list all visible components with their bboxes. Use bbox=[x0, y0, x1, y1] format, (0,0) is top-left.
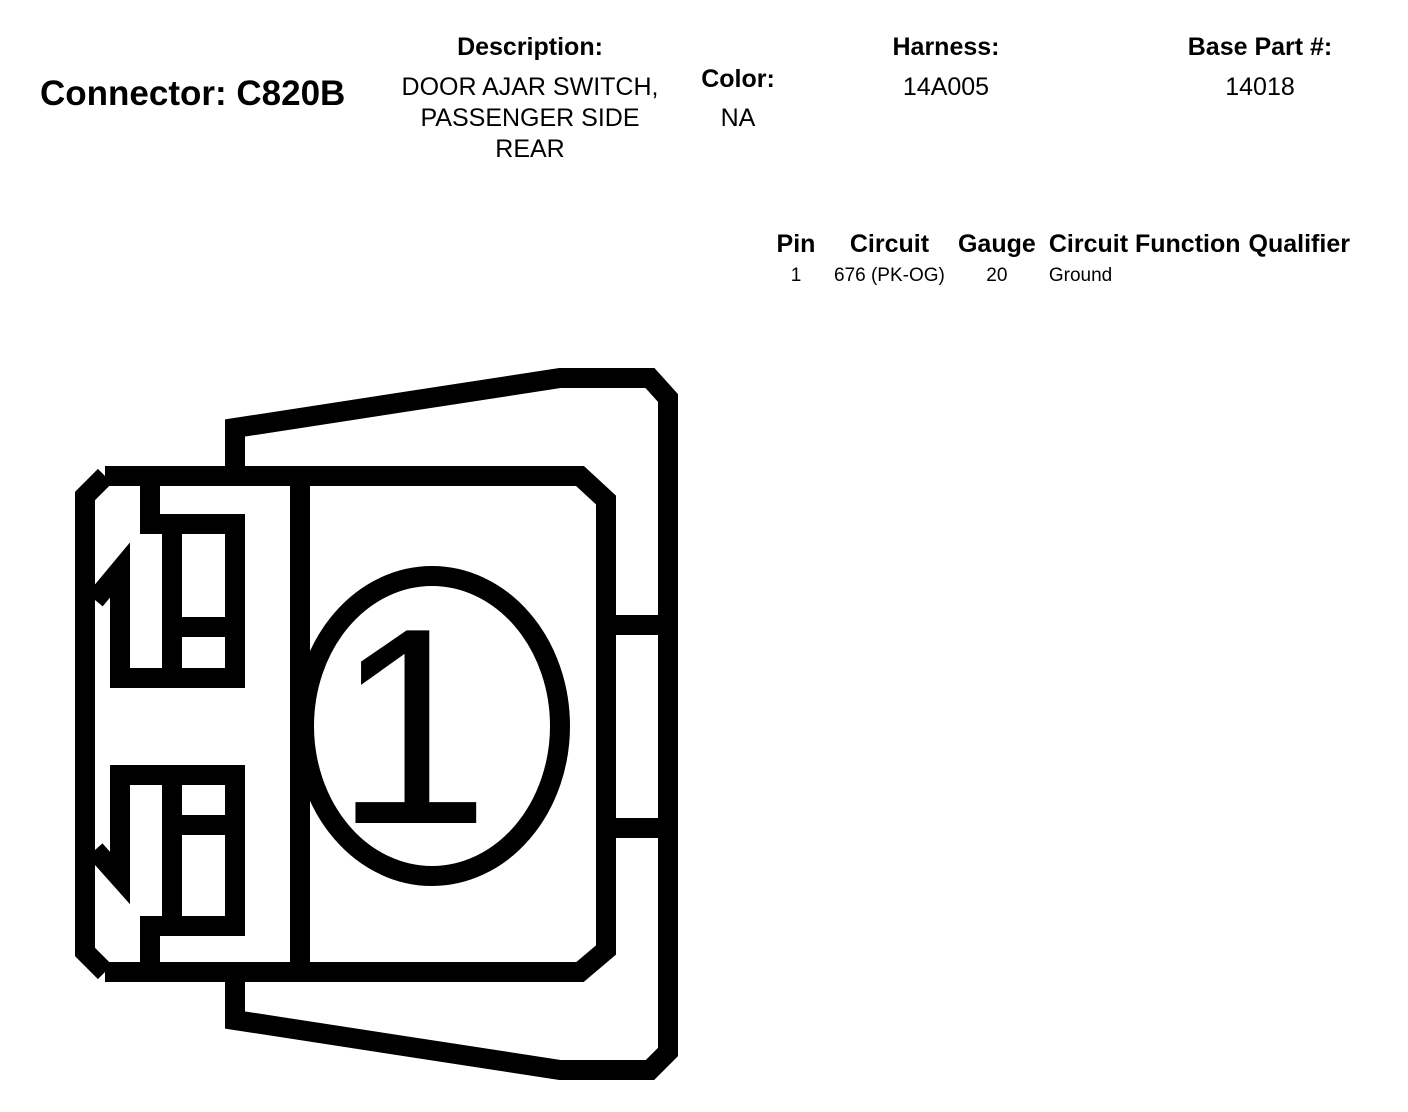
harness-value: 14A005 bbox=[902, 73, 990, 101]
header-gauge: Gauge bbox=[957, 230, 1036, 258]
description-line: PASSENGER SIDE bbox=[420, 104, 640, 132]
base-part-label: Base Part #: bbox=[1187, 33, 1333, 61]
outer-housing-outline bbox=[225, 368, 678, 1080]
base-part-value: 14018 bbox=[1225, 73, 1295, 101]
pin-table: Pin Circuit Gauge Circuit Function Quali… bbox=[762, 230, 1354, 287]
cell-circuit: 676 (PK-OG) bbox=[834, 265, 945, 286]
left-frame-outline bbox=[75, 468, 113, 980]
pin-table-header-row: Pin Circuit Gauge Circuit Function Quali… bbox=[762, 230, 1354, 265]
header-circuit-function: Circuit Function bbox=[1048, 230, 1241, 258]
pin-cavity-1 bbox=[294, 566, 570, 886]
header-qualifier: Qualifier bbox=[1248, 230, 1350, 258]
description-value: DOOR AJAR SWITCH, PASSENGER SIDE REAR bbox=[370, 72, 690, 165]
header-pin: Pin bbox=[776, 230, 816, 258]
connector-title: Connector: C820B bbox=[40, 74, 346, 113]
latch-top bbox=[87, 486, 245, 688]
header-circuit: Circuit bbox=[849, 230, 930, 258]
cell-circuit-function: Ground bbox=[1048, 265, 1113, 286]
description-line: REAR bbox=[495, 135, 565, 163]
pin-1-label: 1 bbox=[334, 571, 490, 883]
cell-gauge: 20 bbox=[986, 265, 1008, 286]
color-value: NA bbox=[720, 104, 756, 132]
inner-body-outline bbox=[105, 466, 616, 982]
harness-label: Harness: bbox=[892, 33, 1000, 61]
latch-bottom bbox=[87, 765, 245, 962]
description-line: DOOR AJAR SWITCH, bbox=[401, 73, 659, 101]
table-row: 1 676 (PK-OG) 20 Ground bbox=[762, 265, 1354, 287]
description-label: Description: bbox=[457, 33, 603, 61]
color-label: Color: bbox=[701, 65, 775, 93]
cell-pin: 1 bbox=[790, 265, 802, 286]
